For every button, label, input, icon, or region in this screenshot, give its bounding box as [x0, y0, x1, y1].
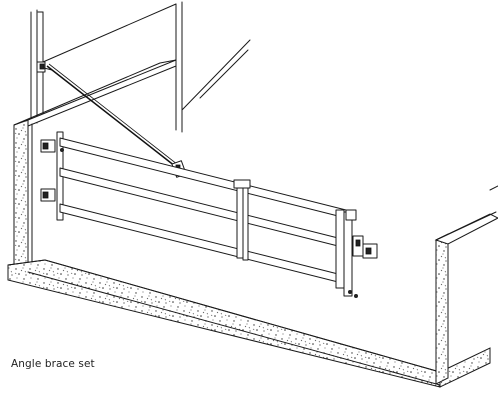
upper-wall-bracket: [36, 61, 53, 73]
floor-slab: [7, 259, 491, 388]
right-gate-post: [335, 209, 378, 298]
background-building: [30, 1, 251, 133]
right-wall-slab: [434, 185, 498, 385]
diagram-caption: Angle brace set: [11, 358, 95, 370]
left-wall-slab: [13, 59, 177, 279]
gate-rails: [59, 137, 347, 285]
center-splice: [233, 179, 251, 261]
